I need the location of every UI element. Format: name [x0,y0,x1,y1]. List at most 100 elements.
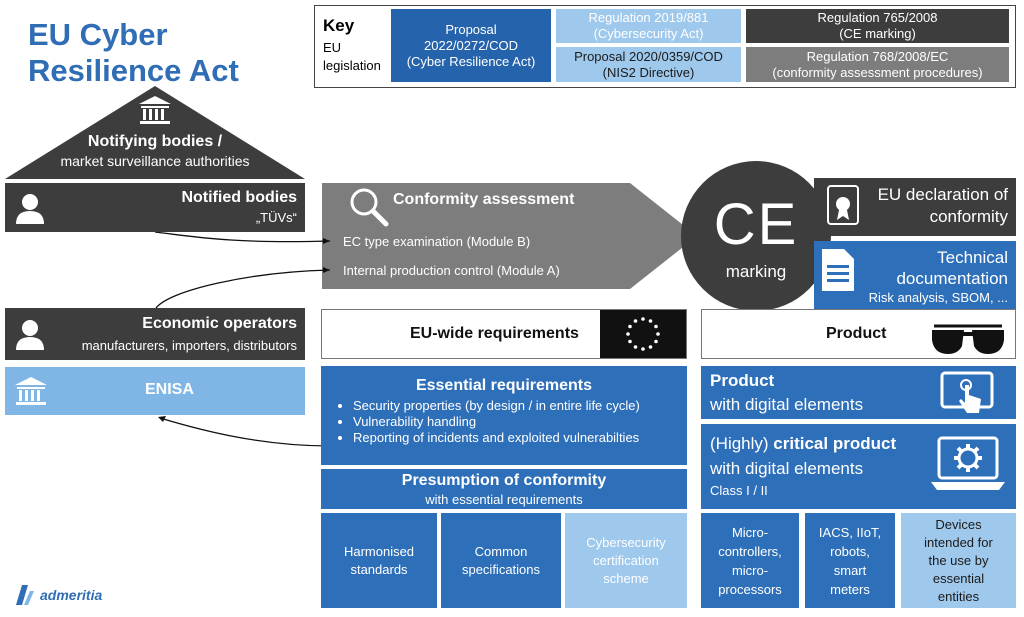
certification-scheme-box: Cybersecurity certification scheme [565,513,687,608]
building-icon [139,96,171,124]
conformity-module-a: Internal production control (Module A) [343,263,560,278]
conformity-module-b: EC type examination (Module B) [343,234,531,249]
essential-requirements-box: Essential requirements Security properti… [321,366,687,465]
list-item: Vulnerability handling [353,414,640,430]
legend-cra: Proposal 2022/0272/COD (Cyber Resilience… [391,9,551,82]
eu-wide-requirements-title: EU-wide requirements [410,325,579,342]
cat2-line5: entities [937,588,980,604]
technical-documentation-box: Technical documentation Risk analysis, S… [814,241,1016,314]
product-header-title: Product [826,325,887,342]
conformity-title: Conformity assessment [393,191,575,208]
techdoc-line2: documentation [896,269,1008,288]
cat2-line2: intended for [924,534,993,550]
techdoc-line3: Risk analysis, SBOM, ... [868,290,1008,305]
eu-flag-star [633,319,638,323]
eu-flag-star [628,324,632,329]
techdoc-line1: Technical [937,248,1008,267]
eu-flag-star [628,339,632,344]
notifying-line2: market surveillance authorities [60,153,250,169]
page-title-line2: Resilience Act [28,53,239,88]
critical-line1-pre: (Highly) [710,434,774,453]
ce-marking: CE marking [700,175,812,300]
cert-line3: scheme [603,570,649,586]
legend-nis2-line2: (NIS2 Directive) [602,64,695,80]
legend-cra-line3: (Cyber Resilience Act) [406,53,536,69]
certificate-icon [827,185,859,225]
tablet-icon [940,371,994,413]
legend-ce-line1: Regulation 765/2008 [817,10,938,25]
presumption-sub: with essential requirements [425,492,583,507]
eu-flag-star [654,324,658,329]
harmonised-line2: standards [350,561,408,577]
critical-line1-bold: critical product [773,434,897,453]
cert-line1: Cybersecurity [586,534,666,550]
enisa-box: ENISA [5,367,305,415]
admeritia-logo-icon [16,585,34,605]
page-title-line1: EU Cyber [28,17,168,52]
critical-product-line2: with digital elements [710,459,864,478]
admeritia-logo: admeritia [14,582,102,608]
common-line2: specifications [461,561,541,577]
page-title: EU Cyber Resilience Act [28,17,288,89]
economic-operators-title: Economic operators [142,315,297,332]
person-icon [16,320,44,350]
person-icon [16,194,44,224]
legend-subheading: EU legislation [323,39,381,75]
critical-product-line1: (Highly) critical product [710,434,896,454]
building-icon [15,377,47,405]
cat2-line3: the use by [928,552,989,568]
legend-ce-line2: (CE marking) [839,26,916,41]
critical-product-line3: Class I / II [710,483,768,498]
harmonised-line1: Harmonised [343,543,415,559]
product-digital-box: Product with digital elements [701,366,1016,419]
eu-flag-star [656,332,660,336]
cat1-line1: IACS, IIoT, [818,524,882,540]
presumption-title: Presumption of conformity [401,472,607,489]
laptop-gear-icon [931,436,1005,490]
list-item: Reporting of incidents and exploited vul… [353,430,640,446]
eu-flag-star [648,319,653,323]
legend-sub-line1: EU [323,40,342,55]
legend-sub-line2: legislation [323,58,381,73]
common-line1: Common [474,543,528,559]
eu-wide-requirements-box: EU-wide requirements [321,309,687,359]
product-digital-line1: Product [710,371,775,390]
cat2-line1: Devices [935,516,982,532]
category-microcontrollers: Micro- controllers, micro- processors [701,513,799,608]
magnifier-icon [350,188,389,227]
cat2-line4: essential [932,570,985,586]
critical-product-box: (Highly) critical product with digital e… [701,424,1016,509]
legend-csa-line1: Regulation 2019/881 [588,10,709,25]
legend-cra-line2: 2022/0272/COD [424,37,518,53]
ce-label: marking [725,261,787,281]
eu-flag-star [641,317,645,321]
legend-nis2-line1: Proposal 2020/0359/COD [574,48,723,64]
cat1-line2: robots, [830,543,870,559]
common-specifications-box: Common specifications [441,513,561,608]
admeritia-logo-text: admeritia [40,587,103,603]
enisa-title: ENISA [145,381,194,398]
presumption-box: Presumption of conformity with essential… [321,469,687,509]
cat0-line2: controllers, [718,543,782,559]
legend-cap-line1: Regulation 768/2008/EC [806,48,949,64]
eu-flag-star [648,345,653,349]
cat1-line3: smart [833,562,867,578]
notifying-line1: Notifying bodies / [87,133,223,150]
legend-csa-line2: (Cybersecurity Act) [593,26,704,41]
eu-flag-star [641,347,645,351]
category-iacs: IACS, IIoT, robots, smart meters [805,513,895,608]
eu-flag-star [626,332,630,336]
notified-bodies-sub: „TÜVs“ [255,210,297,225]
legend-heading: Key [323,16,355,35]
cat0-line3: micro- [731,562,769,578]
harmonised-standards-box: Harmonised standards [321,513,437,608]
ce-symbol: CE [713,191,799,257]
eu-flag-icon [600,310,686,358]
list-item: Security properties (by design / in enti… [353,398,640,414]
notified-bodies-title: Notified bodies [181,189,297,206]
eu-flag-star [654,339,658,344]
economic-operators-sub: manufacturers, importers, distributors [81,338,297,353]
notifying-bodies-label: Notifying bodies / market surveillance a… [20,132,290,170]
cat0-line4: processors [718,581,782,597]
